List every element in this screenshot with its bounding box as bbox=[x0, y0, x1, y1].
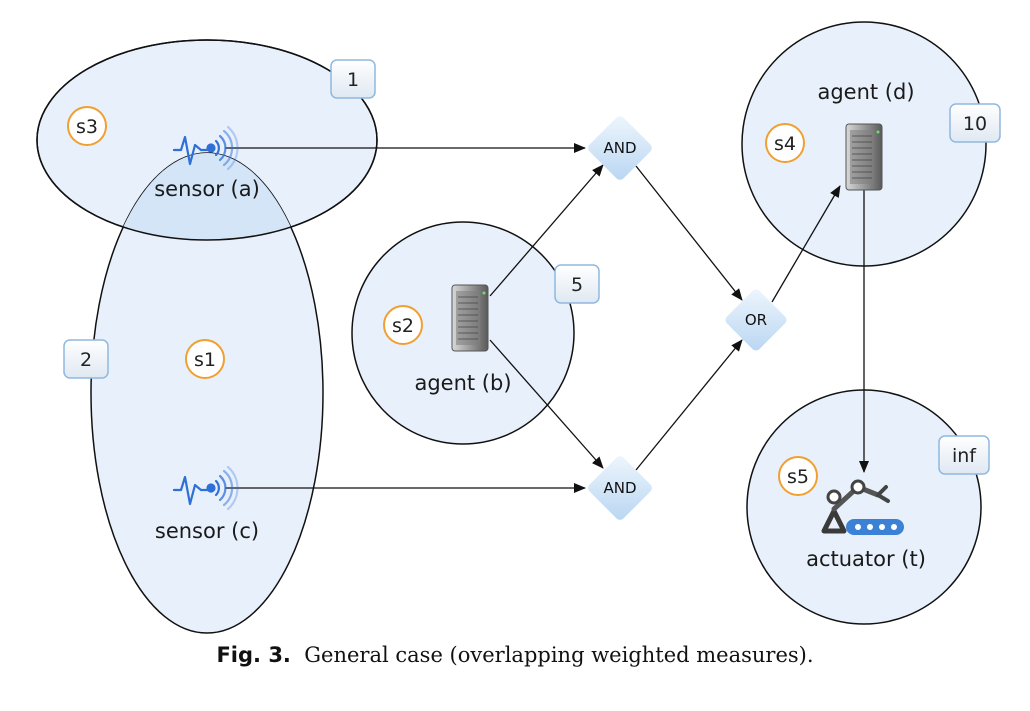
svg-text:2: 2 bbox=[80, 349, 92, 371]
and-gate-bottom: AND bbox=[588, 456, 652, 520]
svg-text:1: 1 bbox=[347, 69, 359, 91]
and-gate-top: AND bbox=[588, 116, 652, 180]
edge-agent-b-to-and-bottom bbox=[489, 339, 604, 469]
or-gate: OR bbox=[725, 289, 787, 351]
weight-badge-5: 5 bbox=[554, 264, 600, 304]
edge-and-top-to-or bbox=[635, 165, 743, 301]
server-tower-icon bbox=[451, 284, 489, 352]
diagram-canvas: AND AND OR bbox=[36, 21, 1001, 634]
zone-s1-ellipse bbox=[36, 39, 378, 634]
robot-arm-conveyor-icon bbox=[821, 479, 904, 535]
svg-text:10: 10 bbox=[963, 113, 987, 135]
zone-badge-s5: s5 bbox=[778, 456, 818, 496]
agent-d-label: agent (d) bbox=[817, 80, 914, 104]
edges bbox=[225, 143, 869, 493]
svg-text:s5: s5 bbox=[787, 466, 809, 488]
sensor-c-label: sensor (c) bbox=[155, 519, 259, 543]
zone-badge-s2: s2 bbox=[383, 305, 423, 345]
zone-badge-s1: s1 bbox=[185, 339, 225, 379]
server-tower-icon bbox=[845, 123, 883, 191]
edge-and-bottom-to-or bbox=[635, 339, 743, 471]
svg-text:s4: s4 bbox=[774, 133, 796, 155]
figure-caption: Fig. 3. General case (overlapping weight… bbox=[0, 643, 1030, 667]
or-gate-label: OR bbox=[745, 311, 767, 329]
agent-b-label: agent (b) bbox=[414, 371, 511, 395]
svg-text:inf: inf bbox=[952, 445, 977, 467]
actuator-t-label: actuator (t) bbox=[806, 547, 926, 571]
svg-text:s1: s1 bbox=[194, 349, 216, 371]
weight-badge-inf: inf bbox=[938, 435, 990, 475]
wireless-sensor-icon bbox=[172, 125, 239, 171]
zone-badge-s4: s4 bbox=[765, 123, 805, 163]
figure-caption-label: Fig. 3. bbox=[216, 643, 291, 667]
weight-badge-2: 2 bbox=[63, 339, 109, 379]
svg-text:s2: s2 bbox=[392, 315, 414, 337]
weight-badge-10: 10 bbox=[949, 103, 1001, 143]
weight-badge-1: 1 bbox=[330, 59, 376, 99]
svg-text:s3: s3 bbox=[76, 116, 98, 138]
figure-caption-text: General case (overlapping weighted measu… bbox=[304, 643, 814, 667]
svg-text:5: 5 bbox=[571, 274, 583, 296]
zone-badge-s3: s3 bbox=[67, 106, 107, 146]
and-gate-top-label: AND bbox=[603, 139, 636, 157]
edge-agent-b-to-and-top bbox=[489, 164, 604, 297]
edge-or-to-agent-d bbox=[771, 185, 841, 303]
sensor-a-label: sensor (a) bbox=[154, 177, 260, 201]
wireless-sensor-icon bbox=[172, 465, 239, 511]
and-gate-bottom-label: AND bbox=[603, 479, 636, 497]
